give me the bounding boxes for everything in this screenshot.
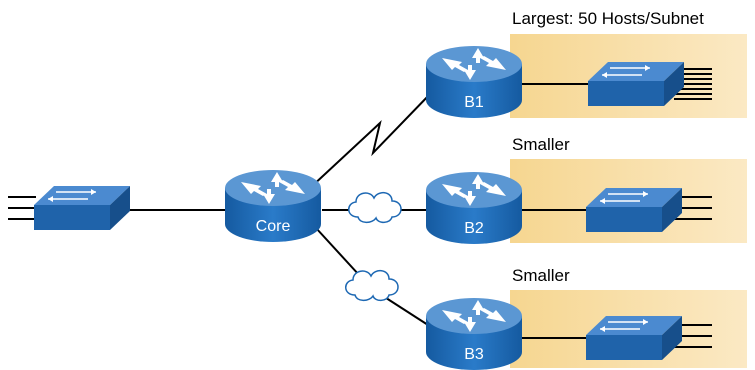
b2-host-lines <box>674 196 712 220</box>
switch-icon-b2 <box>585 187 683 233</box>
wan-cloud-b2 <box>347 191 402 224</box>
b3-host-lines <box>674 324 712 348</box>
lan-label-b3: Smaller <box>512 266 570 285</box>
left-switch-host-lines <box>8 196 36 220</box>
link-core-b3-a <box>315 227 361 277</box>
switch-icon-b1 <box>587 61 685 107</box>
switch-icon-b3 <box>585 315 683 361</box>
serial-link-core-b1 <box>309 91 433 189</box>
router-label-b2: B2 <box>464 220 484 237</box>
lan-label-b2: Smaller <box>512 135 570 154</box>
router-label-b1: B1 <box>464 94 484 111</box>
router-label-core: Core <box>256 218 291 235</box>
lan-label-b1: Largest: 50 Hosts/Subnet <box>512 9 704 28</box>
router-label-b3: B3 <box>464 346 484 363</box>
wan-cloud-b3 <box>344 269 399 302</box>
switch-icon-left <box>33 185 131 231</box>
